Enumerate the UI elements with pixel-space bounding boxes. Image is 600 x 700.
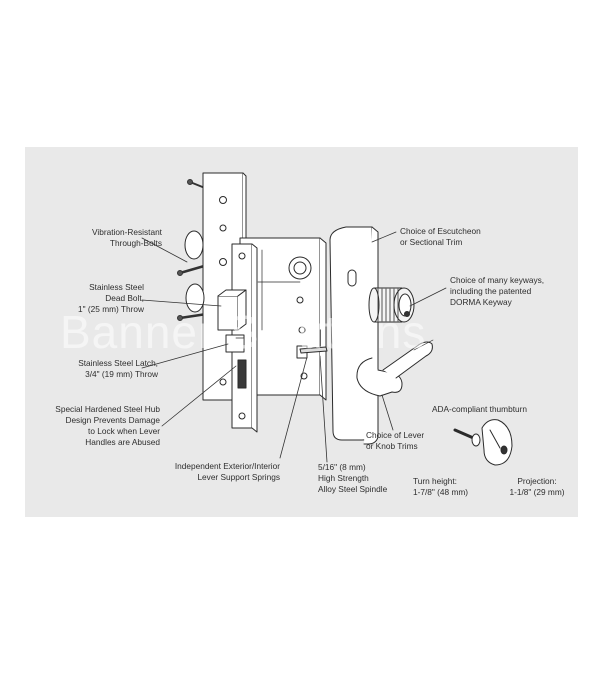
callout-projection: Projection: 1-1/8" (29 mm) <box>509 476 565 497</box>
thumbturn <box>453 419 513 466</box>
key-cylinder <box>368 287 415 323</box>
spindle <box>299 329 328 354</box>
latch-bolt <box>225 334 247 389</box>
callout-thumbturn: ADA-compliant thumbturn <box>432 404 527 414</box>
callout-lever-trims: Choice of Lever or Knob Trims <box>366 430 425 451</box>
dead-bolt <box>217 289 247 331</box>
watermark: Banner Solutions <box>60 306 427 358</box>
callout-through-bolts: Vibration-Resistant Through-Bolts <box>92 227 162 248</box>
callout-springs: Independent Exterior/Interior Lever Supp… <box>174 461 280 482</box>
callout-latch: Stainless Steel Latch, 3/4" (19 mm) Thro… <box>78 358 158 379</box>
leader-lines <box>141 231 447 463</box>
callout-turn-height: Turn height: 1-7/8" (48 mm) <box>413 476 469 497</box>
callout-keyways: Choice of many keyways, including the pa… <box>450 275 545 307</box>
callout-dead-bolt: Stainless Steel Dead Bolt, 1" (25 mm) Th… <box>78 282 144 314</box>
callout-spindle: 5/16" (8 mm) High Strength Alloy Steel S… <box>318 462 388 494</box>
callout-hub: Special Hardened Steel Hub Design Preven… <box>55 404 160 447</box>
lever-handle <box>356 339 434 397</box>
callout-escutcheon: Choice of Escutcheon or Sectional Trim <box>400 226 481 247</box>
